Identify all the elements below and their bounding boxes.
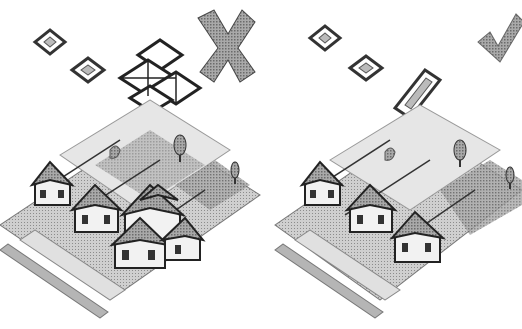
plan-diamond-small-4 (350, 56, 382, 80)
plan-diamond-small-1 (35, 30, 65, 54)
plan-large-complex (120, 40, 200, 112)
lot-ground-right (275, 105, 522, 318)
panel-correct (275, 14, 522, 318)
house-right-1 (302, 162, 342, 205)
panel-incorrect (0, 10, 260, 318)
house-left-1 (32, 162, 72, 205)
plan-diamond-small-2 (72, 58, 104, 82)
plan-diamond-small-3 (310, 26, 340, 50)
cross-icon (198, 10, 255, 82)
check-icon (478, 14, 522, 62)
